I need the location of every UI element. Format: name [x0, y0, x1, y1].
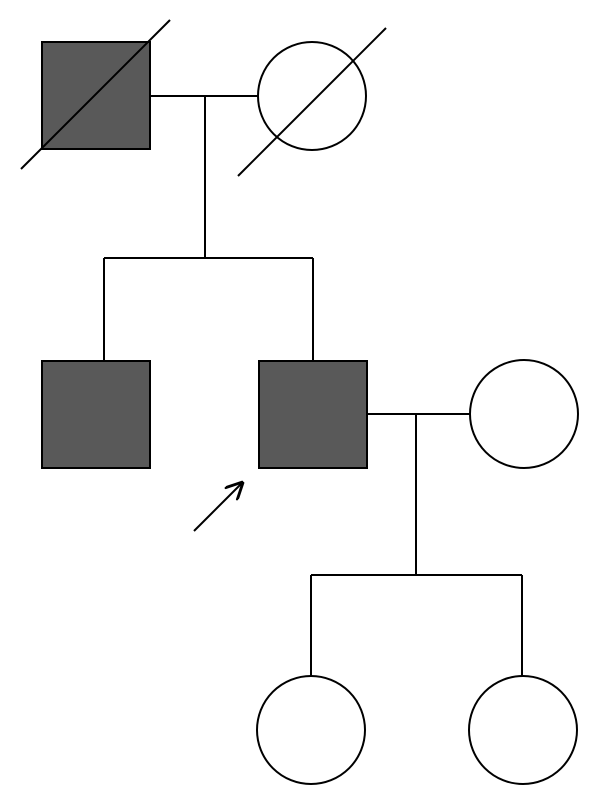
- deceased-mark-grandmother: [237, 27, 387, 177]
- individual-uncle-symbol: [41, 360, 151, 469]
- individual-proband-symbol: [258, 360, 368, 469]
- individual-daughter-1-symbol: [256, 675, 366, 785]
- individual-daughter-2-symbol: [468, 675, 578, 785]
- proband-arrow: [193, 483, 242, 532]
- deceased-mark-grandfather: [20, 19, 171, 170]
- individual-grandmother-symbol: [257, 41, 367, 151]
- individual-spouse-symbol: [469, 359, 579, 469]
